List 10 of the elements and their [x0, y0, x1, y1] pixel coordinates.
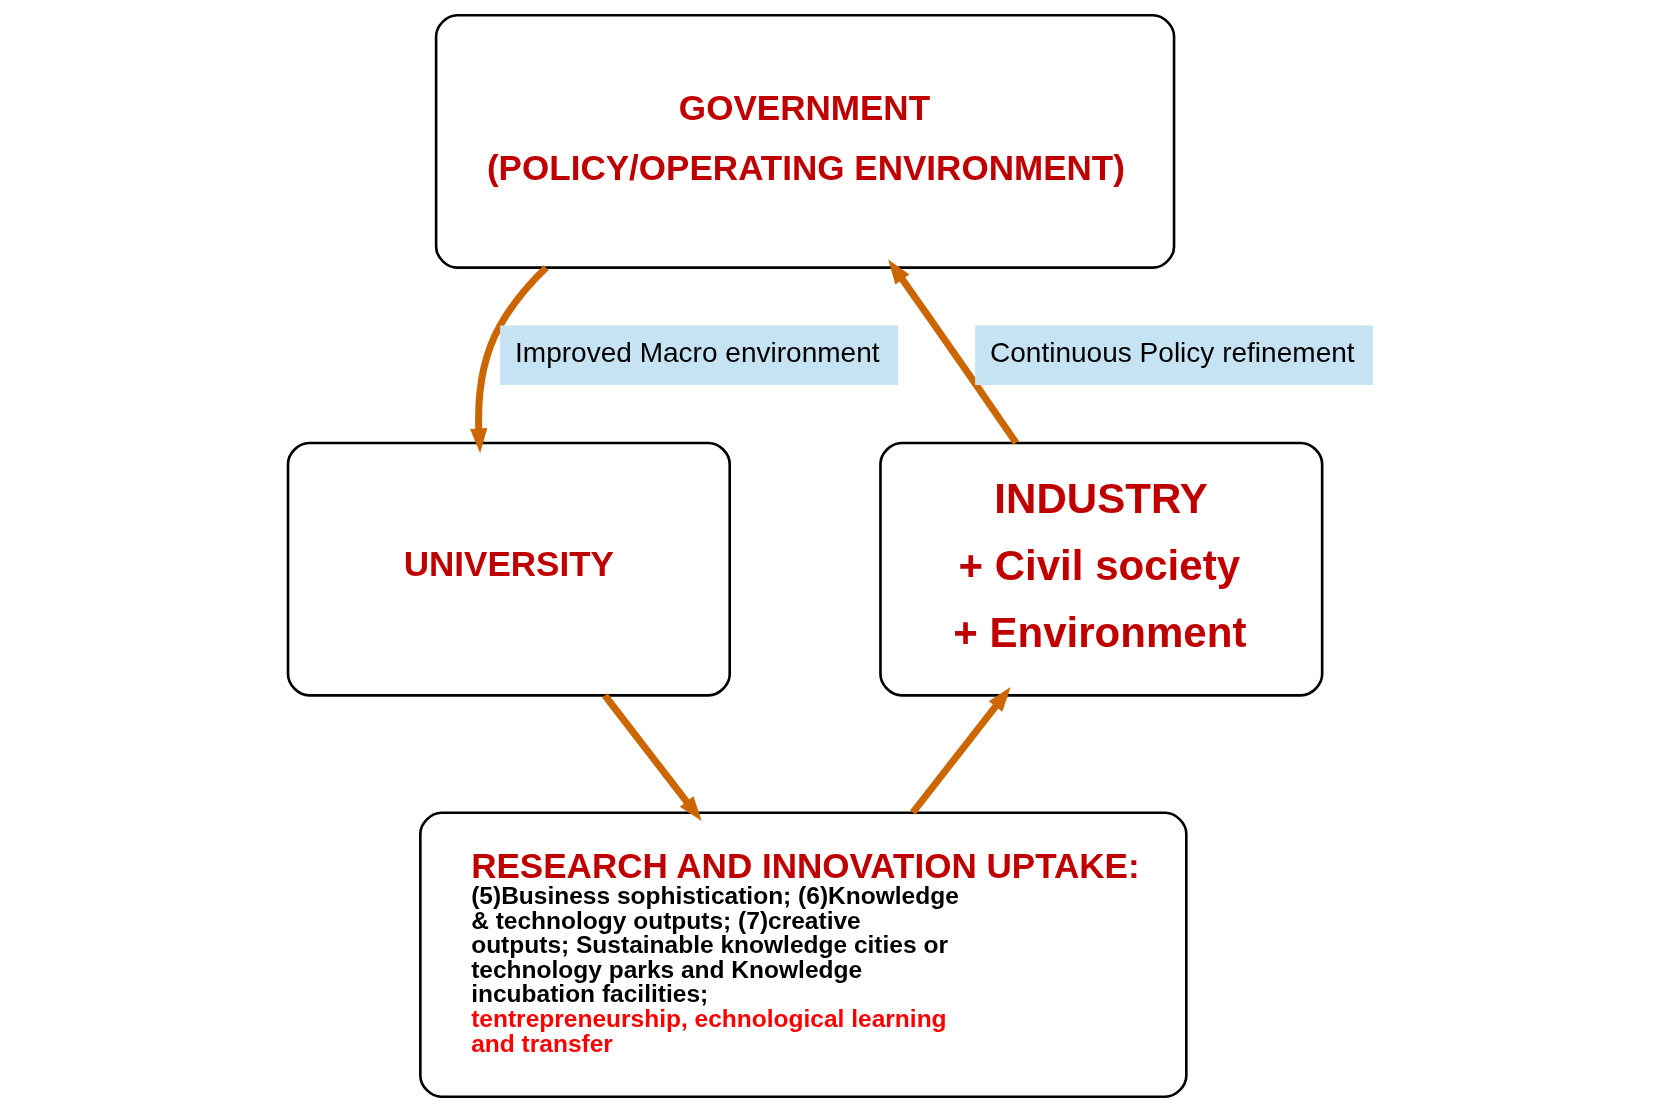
- edge-label: Continuous Policy refinement: [989, 336, 1355, 368]
- arrow: [601, 693, 702, 822]
- node-box: RESEARCH AND INNOVATION UPTAKE: (5)Business sophistication; (6)Knowledge & technology outputs; (7)creative outputs; Sustainable knowledge cities or technology parks and Knowledge incubation facilities; tentrepreneurship, echnological learning and transfer: [418, 811, 1188, 1099]
- arrow: [909, 687, 1011, 815]
- arrow: [469, 265, 549, 454]
- node-box: INDUSTRY + Civil society + Environment: [878, 441, 1323, 697]
- node-box: GOVERNMENT (POLICY/OPERATING ENVIRONMENT): [434, 13, 1175, 269]
- node-box: UNIVERSITY: [286, 441, 731, 697]
- edge-label: Improved Macro environment: [514, 336, 880, 368]
- arrow: [887, 259, 1019, 445]
